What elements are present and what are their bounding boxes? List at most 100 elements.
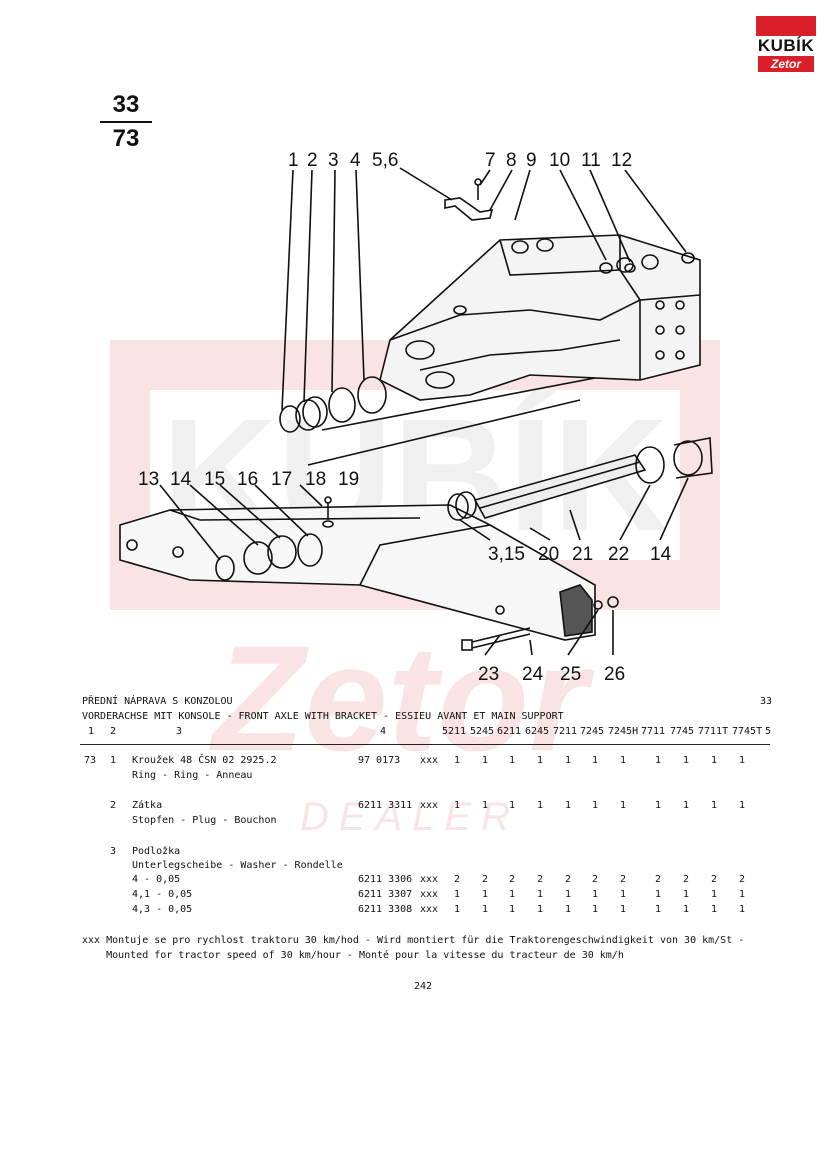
- qty-cell: 1: [683, 755, 690, 766]
- front-axle-exploded-diagram: 1 2 3 4 5,6 7 8 9 10 11 12 13 14 15 16 1…: [119, 150, 713, 685]
- table-title-cz: PŘEDNÍ NÁPRAVA S KONZOLOU: [82, 696, 233, 707]
- qty-cell: 1: [620, 800, 627, 811]
- qty-cell: 1: [739, 889, 746, 900]
- qty-cell: 1: [537, 889, 544, 900]
- qty-cell: 1: [592, 889, 599, 900]
- qty-cell: 1: [739, 904, 746, 915]
- qty-cell: 1: [739, 800, 746, 811]
- callout-22: 22: [608, 544, 629, 565]
- qty-cell: 2: [711, 874, 718, 885]
- qty-cell: 1: [454, 904, 461, 915]
- qty-cell: 1: [620, 904, 627, 915]
- qty-cell: 2: [454, 874, 461, 885]
- row-note: xxx: [420, 800, 439, 811]
- table-row: 73 1 Kroužek 48 ČSN 02 2925.2 97 0173 xx…: [0, 754, 826, 768]
- subrow-size: 4 - 0,05: [132, 874, 181, 885]
- callout-13: 13: [138, 469, 159, 490]
- logo-red-band: [756, 16, 816, 38]
- callout-1: 1: [288, 150, 299, 171]
- subrow-size: 4,1 - 0,05: [132, 889, 193, 900]
- subrow-size: 4,3 - 0,05: [132, 904, 193, 915]
- col-header-3: 3: [176, 726, 183, 737]
- qty-cell: 1: [509, 755, 516, 766]
- qty-cell: 1: [482, 755, 489, 766]
- qty-cell: 1: [655, 800, 662, 811]
- qty-cell: 1: [537, 904, 544, 915]
- table-header-rule: [80, 744, 770, 745]
- qty-cell: 1: [592, 800, 599, 811]
- subrow-part: 6211 3306: [358, 874, 413, 885]
- callout-21: 21: [572, 544, 593, 565]
- model-col-7211: 7211: [553, 726, 578, 737]
- subrow-part: 6211 3308: [358, 904, 413, 915]
- row-name: Podložka: [132, 846, 181, 857]
- callout-23: 23: [478, 664, 499, 685]
- qty-cell: 1: [592, 904, 599, 915]
- logo-main-text: KUBÍK: [756, 36, 816, 56]
- qty-cell: 1: [620, 889, 627, 900]
- qty-cell: 1: [655, 904, 662, 915]
- column-header-row: 1 2 3 4 5211 5245 6211 6245 7211 7245 72…: [0, 725, 826, 739]
- model-col-7711: 7711: [641, 726, 666, 737]
- qty-cell: 2: [565, 874, 572, 885]
- qty-cell: 2: [655, 874, 662, 885]
- qty-cell: 1: [711, 889, 718, 900]
- qty-cell: 1: [711, 755, 718, 766]
- table-title-multilingual: VORDERACHSE MIT KONSOLE - FRONT AXLE WIT…: [82, 711, 564, 722]
- qty-cell: 1: [683, 889, 690, 900]
- qty-cell: 1: [739, 755, 746, 766]
- section-number: 33: [760, 696, 773, 707]
- model-col-6245: 6245: [525, 726, 550, 737]
- qty-cell: 1: [565, 800, 572, 811]
- callout-5-6: 5,6: [372, 150, 398, 171]
- callout-18: 18: [305, 469, 326, 490]
- callout-25: 25: [560, 664, 581, 685]
- row-pos: 3: [110, 846, 117, 857]
- qty-cell: 1: [565, 755, 572, 766]
- qty-cell: 1: [711, 800, 718, 811]
- callout-14a: 14: [170, 469, 192, 490]
- callout-17: 17: [271, 469, 292, 490]
- row-pos: 2: [110, 800, 117, 811]
- qty-cell: 2: [683, 874, 690, 885]
- callout-8: 8: [506, 150, 517, 171]
- row-desc: Stopfen - Plug - Bouchon: [132, 815, 277, 826]
- table-row: 2 Zátka 6211 3311 xxx 1 1 1 1 1 1 1 1 1 …: [0, 799, 826, 813]
- model-col-5211: 5211: [442, 726, 467, 737]
- callout-15: 15: [204, 469, 225, 490]
- qty-cell: 1: [482, 904, 489, 915]
- row-pos: 1: [110, 755, 117, 766]
- qty-cell: 1: [683, 800, 690, 811]
- model-col-7745t: 7745T: [732, 726, 763, 737]
- callout-14b: 14: [650, 544, 672, 565]
- col-header-2: 2: [110, 726, 117, 737]
- row-fig: 73: [84, 755, 97, 766]
- row-part: 97 0173: [358, 755, 401, 766]
- qty-cell: 2: [739, 874, 746, 885]
- qty-cell: 1: [537, 755, 544, 766]
- diagram-callouts: 1 2 3 4 5,6 7 8 9 10 11 12 13 14 15 16 1…: [138, 150, 672, 685]
- callout-11: 11: [581, 150, 601, 171]
- qty-cell: 1: [565, 889, 572, 900]
- page-number: 242: [414, 981, 433, 992]
- row-desc: Ring - Ring - Anneau: [132, 770, 253, 781]
- qty-cell: 2: [592, 874, 599, 885]
- qty-cell: 2: [620, 874, 627, 885]
- table-row: 3 Podložka: [0, 845, 826, 859]
- table-subrow: 4,3 - 0,05 6211 3308 xxx 1 1 1 1 1 1 1 1…: [0, 903, 826, 917]
- model-col-7245: 7245: [580, 726, 605, 737]
- col-header-1: 1: [88, 726, 95, 737]
- qty-cell: 2: [482, 874, 489, 885]
- callout-7: 7: [485, 150, 496, 171]
- qty-cell: 1: [454, 755, 461, 766]
- page-numerator: 33: [112, 91, 140, 118]
- subrow-part: 6211 3307: [358, 889, 413, 900]
- subrow-note: xxx: [420, 874, 439, 885]
- qty-cell: 1: [711, 904, 718, 915]
- col-header-4: 4: [380, 726, 387, 737]
- callout-4: 4: [350, 150, 361, 171]
- qty-cell: 1: [655, 755, 662, 766]
- qty-cell: 1: [509, 904, 516, 915]
- callout-3: 3: [328, 150, 339, 171]
- kubik-zetor-logo: KUBÍK Zetor: [756, 16, 816, 74]
